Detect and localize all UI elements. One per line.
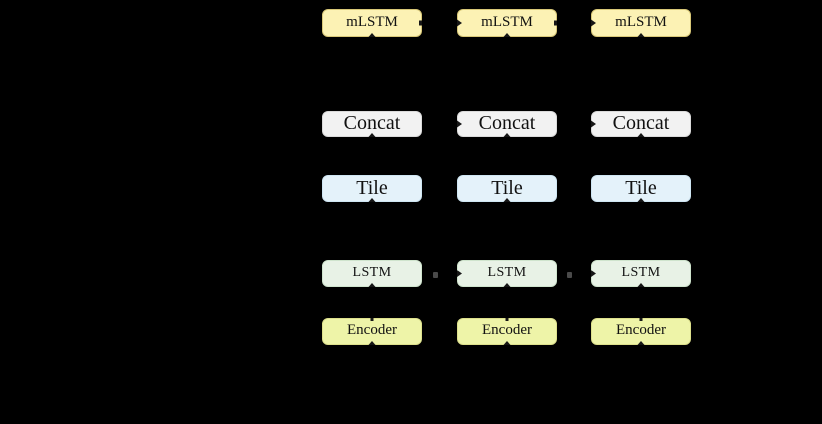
arrow-tail-mark-top	[370, 318, 374, 321]
arrow-remnant-dot	[567, 272, 572, 278]
arrowhead-mark-bottom	[637, 33, 645, 37]
arrowhead-mark-bottom	[637, 283, 645, 287]
arrowhead-mark-left	[591, 270, 596, 277]
node-lstm-col1: LSTM	[322, 260, 422, 287]
arrowhead-mark-bottom	[503, 133, 511, 137]
node-label-concat: Concat	[478, 112, 536, 134]
node-lstm-col2: LSTM	[457, 260, 557, 287]
arrowhead-mark-bottom	[637, 133, 645, 137]
arrow-tail-mark-top	[639, 318, 643, 321]
node-tile-col3: Tile	[591, 175, 691, 202]
node-label-lstm: LSTM	[621, 264, 661, 280]
node-tile-col1: Tile	[322, 175, 422, 202]
node-mlstm-col1: mLSTM	[322, 9, 422, 37]
node-label-concat: Concat	[343, 112, 401, 134]
arrowhead-mark-bottom	[368, 283, 376, 287]
node-encoder-col1: Encoder	[322, 318, 422, 345]
arrowhead-mark-left	[591, 19, 596, 27]
arrowhead-mark-left	[457, 19, 462, 27]
arrow-tail-mark-top	[505, 318, 509, 321]
node-tile-col2: Tile	[457, 175, 557, 202]
node-label-tile: Tile	[356, 176, 388, 199]
node-label-lstm: LSTM	[352, 264, 392, 280]
node-label-encoder: Encoder	[616, 322, 666, 338]
arrowhead-mark-bottom	[368, 341, 376, 345]
arrowhead-mark-bottom	[637, 341, 645, 345]
node-label-tile: Tile	[491, 176, 523, 199]
arrowhead-mark-bottom	[503, 341, 511, 345]
node-label-tile: Tile	[625, 176, 657, 199]
node-label-lstm: LSTM	[487, 264, 527, 280]
node-label-mlstm: mLSTM	[615, 13, 667, 30]
node-encoder-col2: Encoder	[457, 318, 557, 345]
node-concat-col1: Concat	[322, 111, 422, 137]
node-concat-col3: Concat	[591, 111, 691, 137]
arrowhead-mark-bottom	[368, 198, 376, 202]
arrowhead-mark-bottom	[368, 33, 376, 37]
node-encoder-col3: Encoder	[591, 318, 691, 345]
arrowhead-mark-bottom	[503, 283, 511, 287]
arrow-tail-mark-right	[554, 20, 557, 26]
node-label-mlstm: mLSTM	[346, 13, 398, 30]
node-label-encoder: Encoder	[482, 322, 532, 338]
arrowhead-mark-left	[457, 120, 462, 128]
arrowhead-mark-bottom	[368, 133, 376, 137]
arrowhead-mark-left	[457, 270, 462, 277]
node-concat-col2: Concat	[457, 111, 557, 137]
arrow-tail-mark-right	[419, 20, 422, 26]
arrowhead-mark-bottom	[503, 33, 511, 37]
node-label-mlstm: mLSTM	[481, 13, 533, 30]
node-lstm-col3: LSTM	[591, 260, 691, 287]
node-label-encoder: Encoder	[347, 322, 397, 338]
arrow-remnant-dot	[433, 272, 438, 278]
arrowhead-mark-bottom	[637, 198, 645, 202]
node-mlstm-col2: mLSTM	[457, 9, 557, 37]
node-label-concat: Concat	[612, 112, 670, 134]
arrowhead-mark-left	[591, 120, 596, 128]
node-mlstm-col3: mLSTM	[591, 9, 691, 37]
arrowhead-mark-bottom	[503, 198, 511, 202]
